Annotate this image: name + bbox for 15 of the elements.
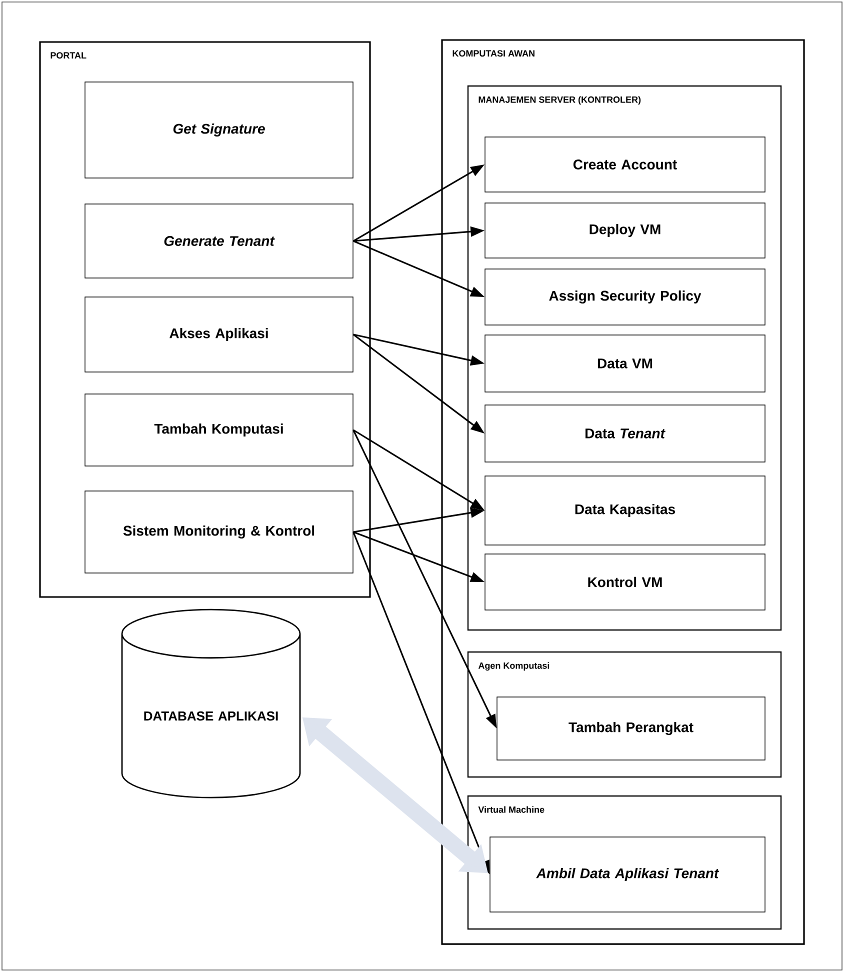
process-box: Data Tenant [484,404,766,462]
process-box: Ambil Data Aplikasi Tenant [490,836,766,912]
process-box: Generate Tenant [84,204,354,278]
process-box: Data VM [484,334,766,392]
process-box: Get Signature [84,82,354,178]
process-box: Create Account [484,136,766,192]
process-box: Deploy VM [484,202,766,258]
process-box: Tambah Perangkat [496,696,766,760]
database-cylinder: DATABASE APLIKASI [121,608,301,798]
process-box: Data Kapasitas [484,476,766,546]
process-box: Kontrol VM [484,554,766,610]
process-box: Sistem Monitoring & Kontrol [84,490,354,574]
process-box: Akses Aplikasi [84,296,354,372]
process-box: Assign Security Policy [484,268,766,326]
process-box: Tambah Komputasi [84,394,354,466]
